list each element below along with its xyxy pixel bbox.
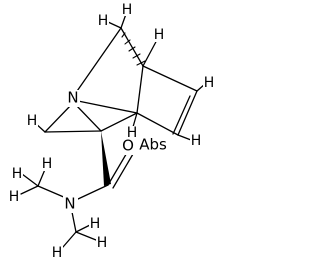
bond-c5-c6 bbox=[177, 90, 198, 136]
bond-c3-c1 bbox=[100, 112, 138, 132]
atom-h-methyl-left-upper: H bbox=[12, 166, 23, 182]
atom-n-amide: N bbox=[64, 195, 75, 213]
abs-stereo-label: Abs bbox=[139, 136, 167, 154]
bond-c7-c4 bbox=[120, 27, 144, 67]
atom-h-top: H bbox=[122, 2, 133, 18]
atom-h-bridgehead: H bbox=[127, 125, 138, 141]
bond-c1-h bbox=[132, 112, 138, 128]
bond-c7-h-left bbox=[107, 21, 122, 29]
bond-carbonyl-n bbox=[77, 184, 109, 200]
bond-c7-h-top bbox=[120, 13, 127, 29]
bond-me2-h1 bbox=[62, 231, 77, 248]
atom-h-methyl-bottom-right: H bbox=[97, 235, 108, 251]
molecule-structure: H H H N H H H H O Abs N H H H H H H bbox=[8, 2, 215, 261]
bond-carbonyl-o bbox=[107, 150, 129, 186]
bond-c7-n bbox=[74, 27, 122, 95]
bond-n-c3 bbox=[74, 103, 102, 132]
atom-o-carbonyl: O bbox=[122, 137, 134, 155]
atom-h-vinyl-right: H bbox=[204, 75, 215, 91]
bond-n-me2 bbox=[71, 211, 77, 233]
bond-me2-h3 bbox=[75, 224, 91, 233]
bond-c2-c3 bbox=[44, 130, 102, 133]
bond-carbonyl-o-double bbox=[112, 153, 134, 189]
bond-c5-c6-double bbox=[172, 95, 191, 135]
bond-n-me1 bbox=[37, 185, 67, 199]
bond-c6-c1 bbox=[136, 112, 179, 136]
atom-h-methyl-left-top: H bbox=[42, 156, 53, 172]
atom-h-vinyl-bottom: H bbox=[191, 133, 202, 149]
atom-h-aziridine-ch2: H bbox=[27, 113, 38, 129]
bond-c4-c5 bbox=[142, 65, 198, 92]
bond-n-c2 bbox=[44, 103, 73, 133]
bond-layer bbox=[20, 13, 206, 248]
bond-c6-h bbox=[177, 134, 192, 141]
atom-n-aziridine: N bbox=[67, 89, 78, 107]
atom-h-methyl-bottom-left: H bbox=[52, 245, 63, 261]
bond-n-c1 bbox=[77, 100, 138, 114]
atom-h-upper-right: H bbox=[154, 27, 165, 43]
atom-h-upper-left: H bbox=[98, 13, 109, 29]
bond-c4-h bbox=[142, 37, 159, 67]
atom-h-methyl-right: H bbox=[90, 216, 101, 232]
atom-label-layer: H H H N H H H H O Abs N H H H H H H bbox=[8, 2, 215, 261]
bond-me1-h1 bbox=[21, 173, 39, 187]
bond-c3-carbonyl-wedge bbox=[101, 131, 111, 186]
bond-me2-h2 bbox=[75, 231, 97, 241]
atom-h-methyl-left-lower: H bbox=[9, 189, 20, 205]
bond-c1-c4 bbox=[136, 65, 144, 114]
bond-me1-h2 bbox=[20, 185, 39, 195]
